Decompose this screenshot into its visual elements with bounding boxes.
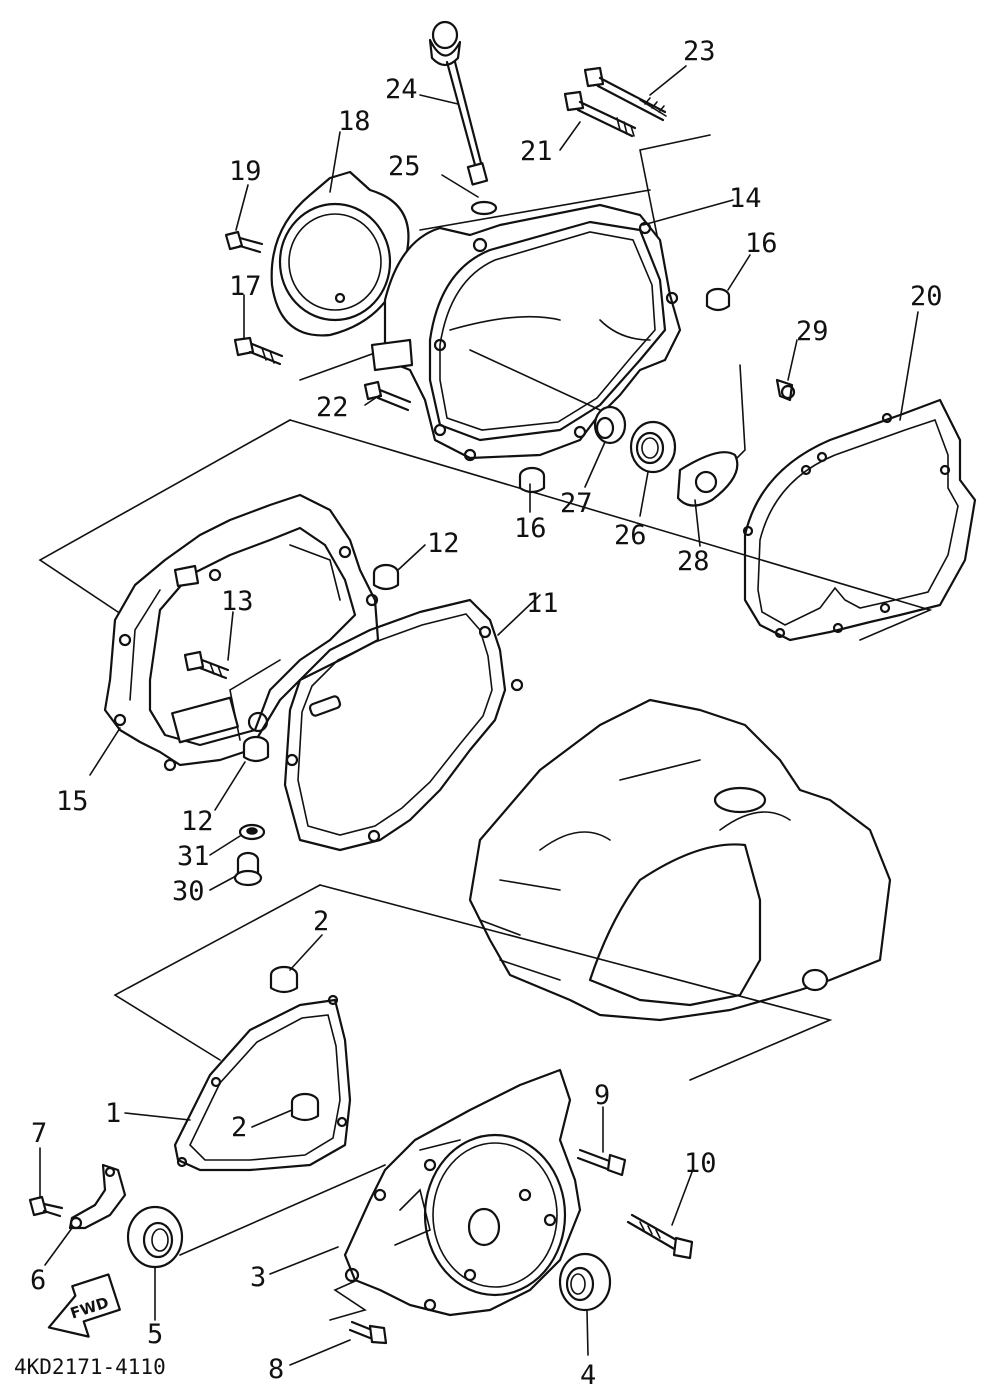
drain-plug-part [233,851,263,887]
callout-3: 3 [250,1262,266,1293]
callout-16: 16 [745,228,778,259]
callout-10: 10 [684,1148,717,1179]
callout-16-lower: 16 [514,513,547,544]
callout-12: 12 [427,528,460,559]
bolt-part [28,1195,64,1218]
callout-labels: 1 2 2 3 4 5 6 7 8 9 10 11 12 12 13 14 15… [30,36,943,1391]
callout-4: 4 [580,1360,596,1391]
callout-2: 2 [313,906,329,937]
engine-block [468,698,892,1022]
callout-6: 6 [30,1265,46,1296]
callout-22: 22 [316,392,349,423]
screw-part [775,378,796,402]
bearing-part [629,420,677,474]
callout-5: 5 [147,1319,163,1350]
callout-17: 17 [229,271,262,302]
long-bolt-part [563,90,637,138]
callout-8: 8 [268,1354,284,1385]
lower-crankcase-cover-part [343,1068,582,1317]
diagram-part-code: 4KD2171-4110 [14,1355,166,1379]
bolt-part [576,1148,627,1177]
bolt-part [626,1213,694,1260]
bolt-part [183,650,230,680]
washer-part [238,823,266,841]
bolt-part [348,1320,388,1345]
forward-direction-badge: FWD [47,1273,121,1338]
collar-part [242,735,270,763]
dowel-pin-part [705,287,731,312]
callout-15: 15 [56,786,89,817]
cover-gasket-part [742,398,977,642]
callout-11: 11 [526,588,559,619]
crankcase-cover-part [370,203,682,462]
callout-12-lower: 12 [181,806,214,837]
callout-26: 26 [614,520,647,551]
callout-1: 1 [105,1098,121,1129]
callout-19: 19 [229,156,262,187]
callout-31: 31 [177,841,210,872]
o-ring-part [470,200,498,216]
oil-seal-part [126,1205,184,1269]
cover-plate-part [270,170,410,337]
bearing-part [593,405,627,445]
callout-14: 14 [729,183,762,214]
callout-25: 25 [388,151,421,182]
bolt-part [233,336,284,366]
oil-seal-part [558,1252,612,1312]
lower-cover-gasket-part [173,994,352,1172]
dowel-pin-part [269,965,299,994]
bolt-part [224,230,264,254]
leader-lines [39,65,919,1366]
small-gasket-part [676,451,739,507]
callout-13: 13 [221,586,254,617]
dowel-pin-part [290,1092,320,1122]
callout-29: 29 [796,316,829,347]
dipstick-part [428,20,489,186]
bolt-part [363,380,412,412]
middle-cover-part [103,493,380,772]
callout-9: 9 [594,1080,610,1111]
callout-27: 27 [560,488,593,519]
callout-20: 20 [910,281,943,312]
retainer-plate-part [68,1163,127,1230]
callout-18: 18 [338,106,371,137]
long-bolt-part [583,66,667,122]
callout-21: 21 [520,136,553,167]
callout-23: 23 [683,36,716,67]
callout-2-lower: 2 [231,1112,247,1143]
callout-30: 30 [172,876,205,907]
callout-24: 24 [385,74,418,105]
case-gasket-part [283,598,524,852]
callout-7: 7 [31,1118,47,1149]
callout-28: 28 [677,546,710,577]
dowel-pin-part [518,466,546,494]
collar-part [372,563,400,591]
